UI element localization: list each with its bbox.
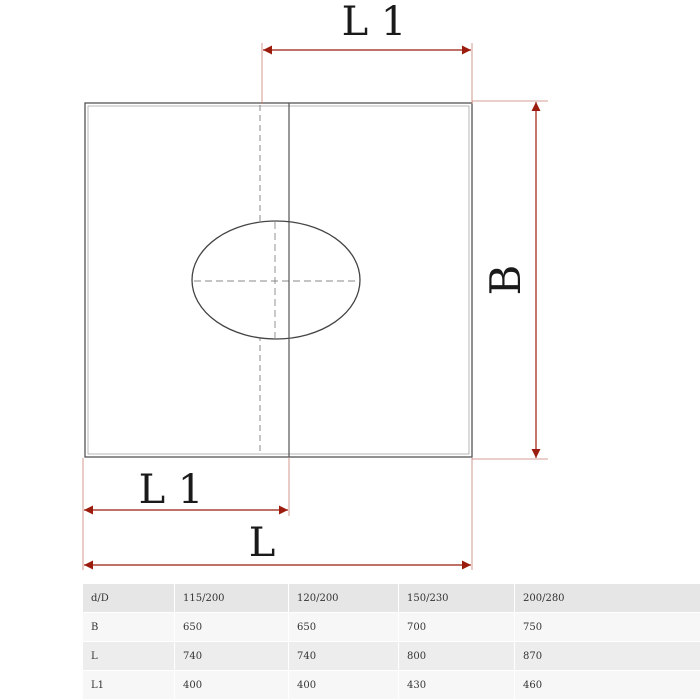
table-cell: 430	[398, 670, 515, 700]
table-cell: 400	[288, 670, 399, 700]
table-row: L1 400 400 430 460	[82, 670, 700, 700]
plate-outline-inner	[87, 105, 470, 455]
table-header-row: d/D 115/200 120/200 150/230 200/280	[82, 583, 700, 613]
dimension-label-l: L	[249, 520, 276, 566]
table-cell: 460	[514, 670, 700, 700]
table-cell: 400	[174, 670, 289, 700]
technical-drawing: L 1 B L 1 L	[82, 0, 548, 570]
table-cell: 650	[174, 612, 289, 642]
table-cell: 800	[398, 641, 515, 671]
plate-outline	[84, 102, 473, 458]
table-cell: 740	[174, 641, 289, 671]
table-row: L 740 740 800 870	[82, 641, 700, 671]
dimension-label-l1-bottom: L 1	[139, 467, 204, 513]
extension-lines	[82, 43, 548, 570]
table-header-cell: 115/200	[174, 583, 289, 613]
table-cell: 740	[288, 641, 399, 671]
table-header-cell: 120/200	[288, 583, 399, 613]
table-cell: 750	[514, 612, 700, 642]
dimension-label-l1-top: L 1	[342, 0, 407, 45]
table-cell: 700	[398, 612, 515, 642]
pipe-opening	[191, 220, 361, 340]
table-row: B 650 650 700 750	[82, 612, 700, 642]
table-cell: L	[82, 641, 175, 671]
table-cell: B	[82, 612, 175, 642]
dimensions-table: d/D 115/200 120/200 150/230 200/280 B 65…	[82, 583, 700, 700]
table-header-cell: 200/280	[514, 583, 700, 613]
table-header-cell: d/D	[82, 583, 175, 613]
dimension-label-b: B	[481, 265, 530, 296]
table-header-cell: 150/230	[398, 583, 515, 613]
table-cell: 870	[514, 641, 700, 671]
table-cell: L1	[82, 670, 175, 700]
table-cell: 650	[288, 612, 399, 642]
